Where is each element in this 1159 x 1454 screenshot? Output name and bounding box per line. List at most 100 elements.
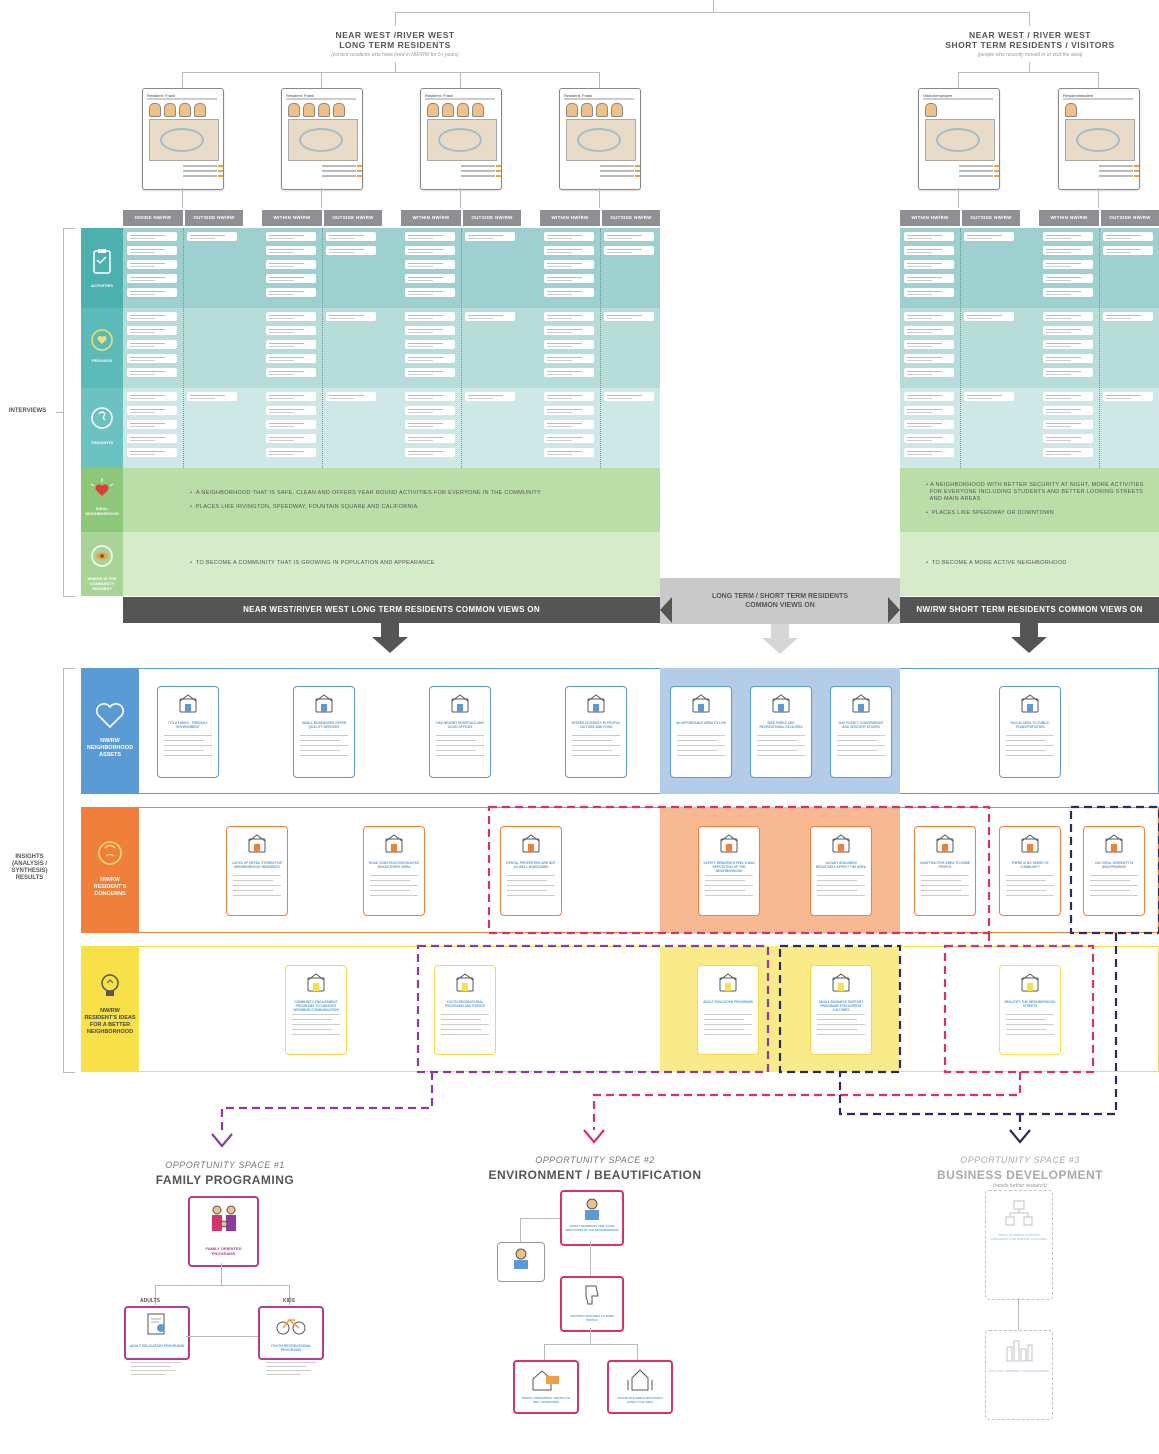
long-term-title: NEAR WEST /RIVER WEST LONG TERM RESIDENT… [300, 30, 490, 50]
ideal-long-1: • A NEIGHBORHOOD THAT IS SAFE, CLEAN AND… [190, 490, 541, 496]
sticky-note [604, 232, 654, 241]
sticky-note [127, 246, 177, 255]
sticky-note [1103, 232, 1153, 241]
insight-card-title: OFFERS DIVERSITY IN PEOPLE, CULTURE AND … [571, 721, 621, 729]
short-term-subtitle: (people who recently moved in or visit t… [977, 52, 1083, 58]
head-thinking-icon [81, 404, 123, 437]
short-term-title: NEAR WEST / RIVER WEST SHORT TERM RESIDE… [925, 30, 1135, 50]
unattractive-area-card: UNATTRACTIVE AREA TO SOME PEOPLE [560, 1276, 624, 1332]
avatar [288, 103, 300, 117]
opportunity-3-number: OPPORTUNITY SPACE #3 [960, 1155, 1080, 1165]
avatar [179, 103, 191, 117]
family-programs-card: FAMILY ORIENTED PROGRAMS [188, 1196, 259, 1267]
sticky-note [544, 288, 594, 297]
sticky-note [904, 434, 954, 443]
sticky-note [266, 312, 316, 321]
insight-card: IT'S A FAMILY - FRIENDLY ENVIRONMENT [157, 686, 219, 778]
insight-card-title: ROAD CONSTRUCTION BLOCKS ROADS EVERY ARE… [368, 861, 420, 869]
arrow-down-icon [381, 623, 399, 637]
insight-card-title: SMALL BUSINESS SUPPORT PROGRAMS FOR DIVE… [818, 1000, 864, 1012]
insight-icon [832, 834, 850, 853]
sticky-note [904, 246, 954, 255]
map-image [925, 119, 995, 161]
insight-card-title: HAS NEARBY HOSPITALS AND GOOD OFFICES [436, 721, 484, 729]
sticky-note [1103, 246, 1153, 255]
avatar [472, 103, 484, 117]
eye-head-icon [81, 542, 123, 575]
family-programs-label: FAMILY ORIENTED PROGRAMS [205, 1246, 242, 1256]
insight-card: AN AFFORDABLE AREA TO LIVE [670, 686, 732, 778]
insight-card: BEAUTIFY THE NEIGHBORHOOD STREETS [999, 965, 1061, 1055]
sticky-note [1103, 312, 1153, 321]
sticky-note [127, 274, 177, 283]
opportunity-2-number: OPPORTUNITY SPACE #2 [535, 1155, 655, 1165]
insight-card-title: IT'S A FAMILY - FRIENDLY ENVIRONMENT [168, 721, 208, 729]
sticky-note [127, 420, 177, 429]
sticky-note [266, 260, 316, 269]
activities-band [81, 228, 1159, 308]
adults-label: ADULTS [140, 1298, 160, 1304]
sticky-note [405, 232, 455, 241]
column-header-within: WITHIN NW/RW [262, 210, 322, 226]
sticky-note [405, 448, 455, 457]
avatar [427, 103, 439, 117]
insight-card-title: VACANT BUILDINGS NEGATIVELY AFFECT THE A… [815, 861, 867, 869]
head-worry-icon [91, 838, 133, 873]
sticky-note [127, 406, 177, 415]
sticky-note [127, 340, 177, 349]
sticky-note [465, 392, 515, 401]
long-term-title-1: NEAR WEST /RIVER WEST [335, 30, 455, 40]
sticky-note [127, 232, 177, 241]
sticky-note [326, 246, 376, 255]
ideal-label: IDEAL NEIGHBORHOOD [85, 506, 119, 516]
sticky-note [1043, 274, 1093, 283]
insight-card: HAS ACCESS TO PUBLIC TRANSPORTATION [999, 686, 1061, 778]
sticky-note [904, 232, 954, 241]
insight-icon [307, 973, 325, 992]
sticky-note [266, 354, 316, 363]
sticky-note [544, 274, 594, 283]
persona-name: Visitor/employee [923, 93, 953, 98]
clipboard-icon [81, 248, 123, 281]
column-header-within: WITHIN NW/RW [401, 210, 461, 226]
sticky-note [544, 326, 594, 335]
arrow-down-icon [372, 637, 408, 653]
map-image [149, 119, 219, 161]
sticky-note [904, 274, 954, 283]
rental-properties-card: RENTAL PROPERTIES ARE NOT AS WELL MAINTA… [513, 1360, 579, 1414]
long-term-subtitle: (current residents who have lived in NW/… [331, 52, 459, 58]
sticky-note [544, 448, 594, 457]
insight-icon [248, 834, 266, 853]
sticky-note [604, 246, 654, 255]
insight-icon [315, 694, 333, 713]
sticky-note [904, 354, 954, 363]
sticky-note [127, 392, 177, 401]
assets-label: NW/RW NEIGHBORHOOD ASSETS [86, 738, 134, 758]
thoughts-band [81, 388, 1159, 468]
persona-card: Resident: Frank [559, 88, 641, 190]
sticky-note [544, 340, 594, 349]
sticky-note [405, 420, 455, 429]
cultural-diversity-card: CULTURAL DIVERSITY IS DISAPPEARING [985, 1330, 1053, 1420]
insight-card: ADULT EDUCATION PROGRAMS [697, 965, 759, 1055]
sticky-note [266, 288, 316, 297]
sticky-note [405, 368, 455, 377]
lightbulb-icon [91, 970, 133, 1005]
ideal-short-1: • A NEIGHBORHOOD WITH BETTER SECURITY AT… [926, 482, 1144, 502]
insight-card: THERE IS NO SENSE OF COMMUNITY [999, 826, 1061, 916]
rental-properties-label: RENTAL PROPERTIES ARE NOT AS WELL MAINTA… [522, 1396, 570, 1404]
sticky-note [127, 434, 177, 443]
opportunity-1-title: FAMILY PROGRAMING [155, 1173, 295, 1187]
map-image [288, 119, 358, 161]
user-icon [514, 1248, 528, 1269]
resident-icon [585, 1198, 599, 1220]
sticky-note [266, 392, 316, 401]
ideal-long-2: • PLACES LIKE IRVINGTON, SPEEDWAY, FOUNT… [190, 504, 418, 510]
avatar [1065, 103, 1077, 117]
sticky-note [604, 392, 654, 401]
insight-card: YOUTH RECREATIONAL PROGRAMS AND EVENTS [434, 965, 496, 1055]
column-header-within: WITHIN NW/RW [1039, 210, 1099, 226]
sticky-note [326, 312, 376, 321]
thumbs-down-icon [585, 1285, 599, 1305]
column-header-within: WITHIN NW/RW [900, 210, 960, 226]
